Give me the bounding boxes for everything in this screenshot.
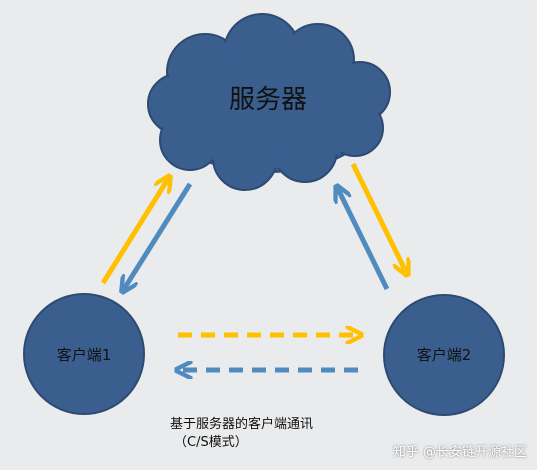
client2-label: 客户端2	[417, 346, 472, 364]
watermark: 知乎 @长安链开源社区	[392, 445, 527, 460]
arrow-server-to-client1	[124, 182, 193, 289]
server-cloud	[147, 13, 391, 191]
diagram-caption: 基于服务器的客户端通讯 （C/S模式）	[170, 416, 313, 452]
caption-line-2: （C/S模式）	[174, 435, 248, 450]
caption-line-1: 基于服务器的客户端通讯	[170, 417, 314, 432]
client1-label: 客户端1	[57, 346, 112, 364]
arrow-server-to-client2	[350, 162, 406, 272]
arrow-client2-to-server	[338, 189, 390, 291]
server-label: 服务器	[229, 85, 307, 115]
client2-node	[383, 294, 505, 416]
arrow-client1-to-server	[100, 179, 168, 285]
client1-node	[23, 293, 145, 415]
